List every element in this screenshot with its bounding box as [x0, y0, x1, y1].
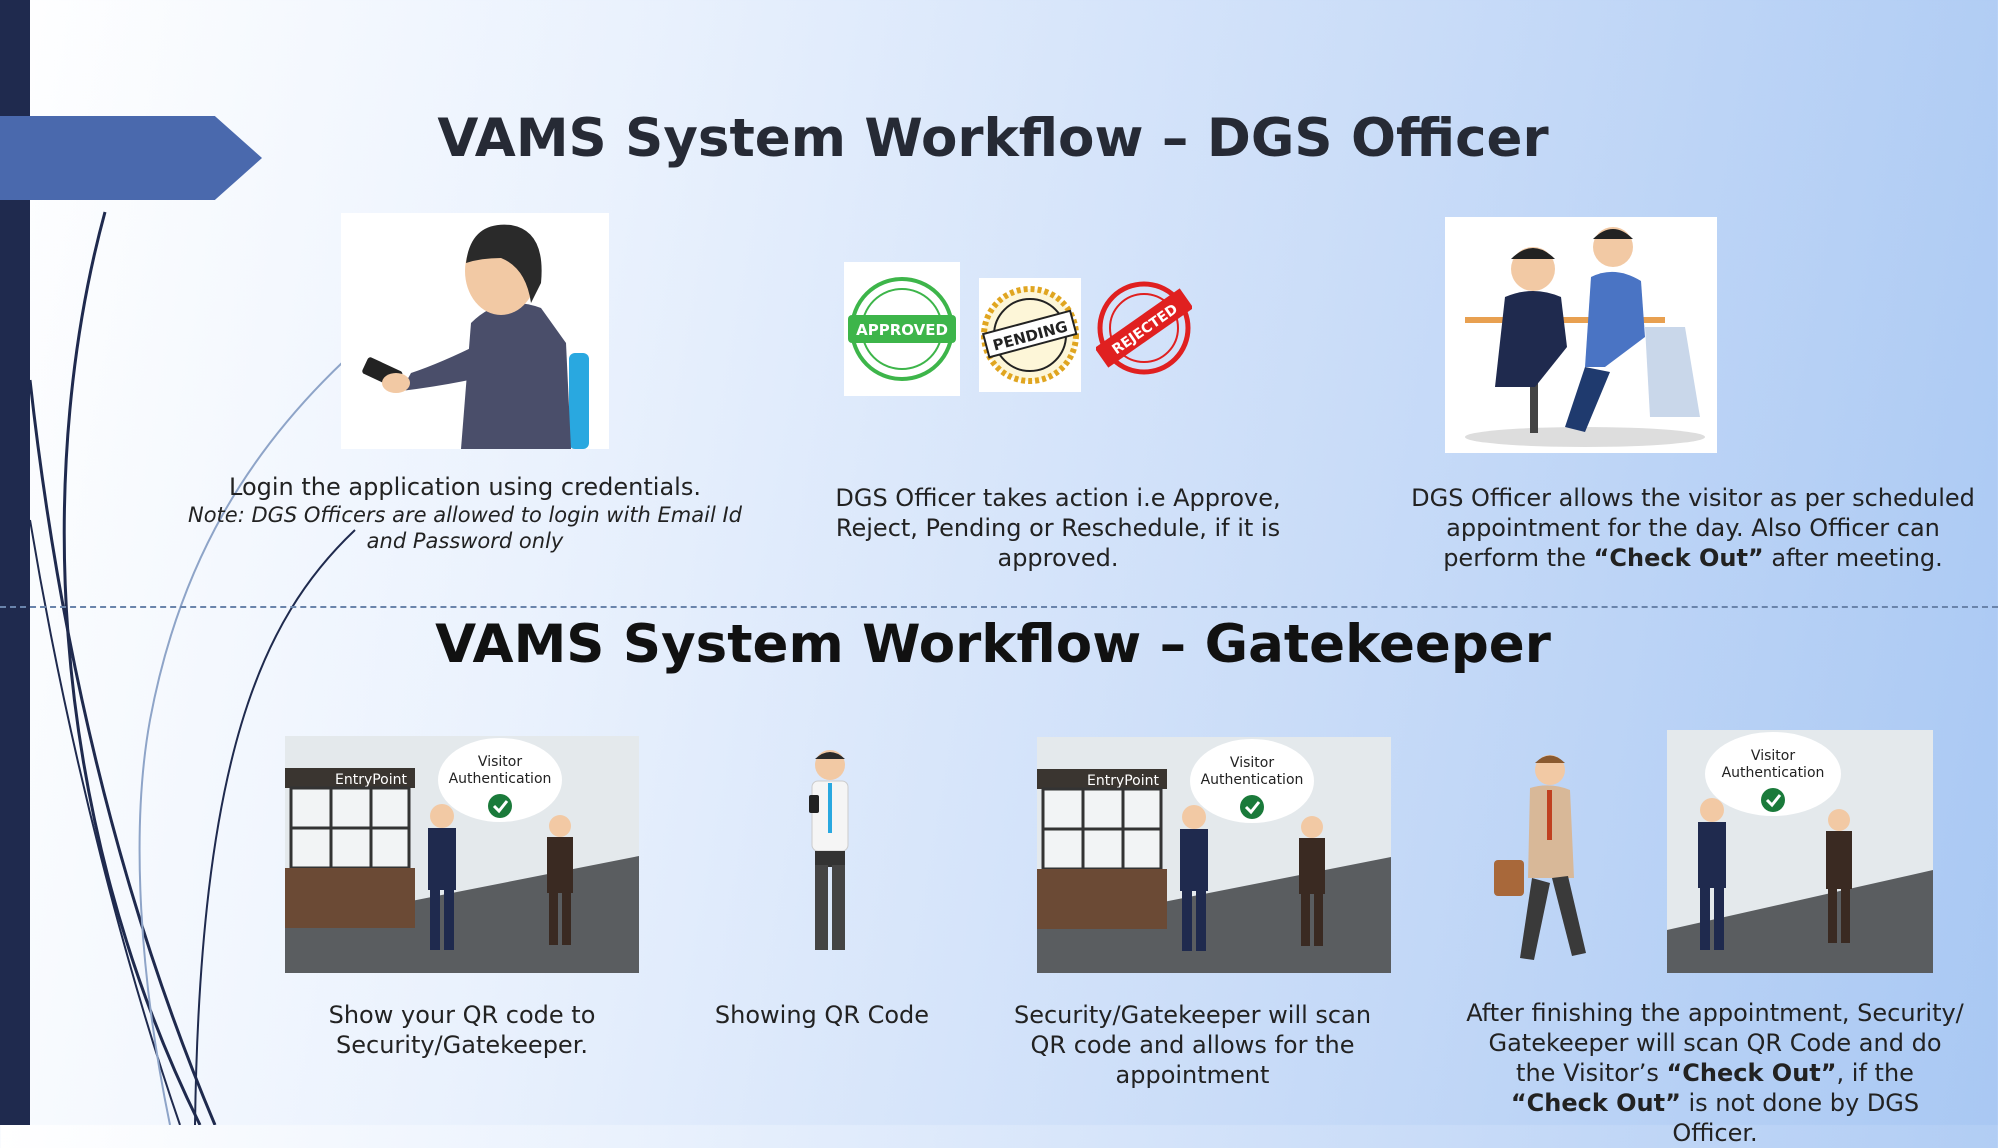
bubble-line1: Visitor: [478, 754, 522, 770]
caption-checkout-bold2: “Check Out”: [1510, 1089, 1681, 1117]
meeting-illustration: [1445, 217, 1717, 453]
caption-allow-visitor-text1: DGS Officer allows the visitor as per sc…: [1411, 484, 1975, 572]
approved-stamp: APPROVED: [844, 262, 960, 396]
caption-checkout-text3: is not done by DGS Officer.: [1672, 1089, 1920, 1147]
bubble-line2: Authentication: [449, 771, 552, 787]
showing-qr-illustration: [795, 745, 865, 960]
login-illustration: [341, 213, 609, 449]
page-title-gatekeeper: VAMS System Workflow – Gatekeeper: [435, 614, 1551, 675]
scan-qr-scene: EntryPoint Visitor Authentication: [1037, 737, 1391, 973]
person-using-phone-icon: [362, 224, 589, 449]
caption-showing-qr: Showing QR Code: [714, 1001, 930, 1029]
page-title-dgs-officer: VAMS System Workflow – DGS Officer: [437, 108, 1549, 169]
person-holding-phone-icon: [809, 750, 849, 950]
approved-stamp-icon: APPROVED: [848, 277, 956, 381]
caption-allow-visitor-text2: after meeting.: [1763, 544, 1943, 572]
decorative-curves: [28, 211, 356, 1125]
walking-person-icon: [1494, 755, 1586, 960]
caption-checkout-text2: , if the: [1836, 1059, 1914, 1087]
caption-action: DGS Officer takes action i.e Approve, Re…: [835, 484, 1281, 572]
gate-check-scene-icon: EntryPoint Visitor Authentication: [285, 738, 639, 973]
bubble-line2: Authentication: [1722, 765, 1825, 781]
caption-checkout-bold1: “Check Out”: [1666, 1059, 1837, 1087]
caption-login-text: Login the application using credentials.: [229, 473, 701, 501]
caption-allow-visitor-bold: “Check Out”: [1593, 544, 1764, 572]
gate-check-scene-icon: EntryPoint Visitor Authentication: [1037, 739, 1391, 973]
section-divider: [0, 606, 1998, 608]
caption-scan-qr: Security/Gatekeeper will scan QR code an…: [1013, 1001, 1372, 1089]
pending-stamp-icon: PENDING: [981, 286, 1079, 384]
approved-stamp-text: APPROVED: [856, 321, 948, 339]
entry-point-sign: EntryPoint: [1087, 773, 1160, 789]
checkout-scan-scene: Visitor Authentication: [1667, 730, 1933, 973]
header-arrow-shape: [0, 116, 262, 200]
entry-point-scene: EntryPoint Visitor Authentication: [285, 736, 639, 973]
caption-show-qr: Show your QR code to Security/Gatekeeper…: [328, 1001, 596, 1059]
meeting-people-icon: [1465, 227, 1705, 447]
walking-visitor-illustration: [1490, 748, 1600, 970]
bubble-line1: Visitor: [1230, 755, 1274, 771]
bubble-line2: Authentication: [1201, 772, 1304, 788]
entry-point-sign: EntryPoint: [335, 772, 408, 788]
caption-login: Login the application using credentials.…: [180, 472, 750, 554]
gatekeeper-visitor-icon: Visitor Authentication: [1667, 732, 1933, 973]
rejected-stamp-icon: REJECTED: [1094, 281, 1194, 375]
rejected-stamp: REJECTED: [1094, 278, 1194, 378]
pending-stamp: PENDING: [979, 278, 1081, 392]
caption-checkout: After finishing the appointment, Securit…: [1465, 998, 1965, 1148]
caption-login-note: Note: DGS Officers are allowed to login …: [187, 503, 742, 553]
caption-checkout-text1: After finishing the appointment, Securit…: [1466, 999, 1964, 1087]
caption-allow-visitor: DGS Officer allows the visitor as per sc…: [1410, 483, 1976, 573]
bubble-line1: Visitor: [1751, 748, 1795, 764]
